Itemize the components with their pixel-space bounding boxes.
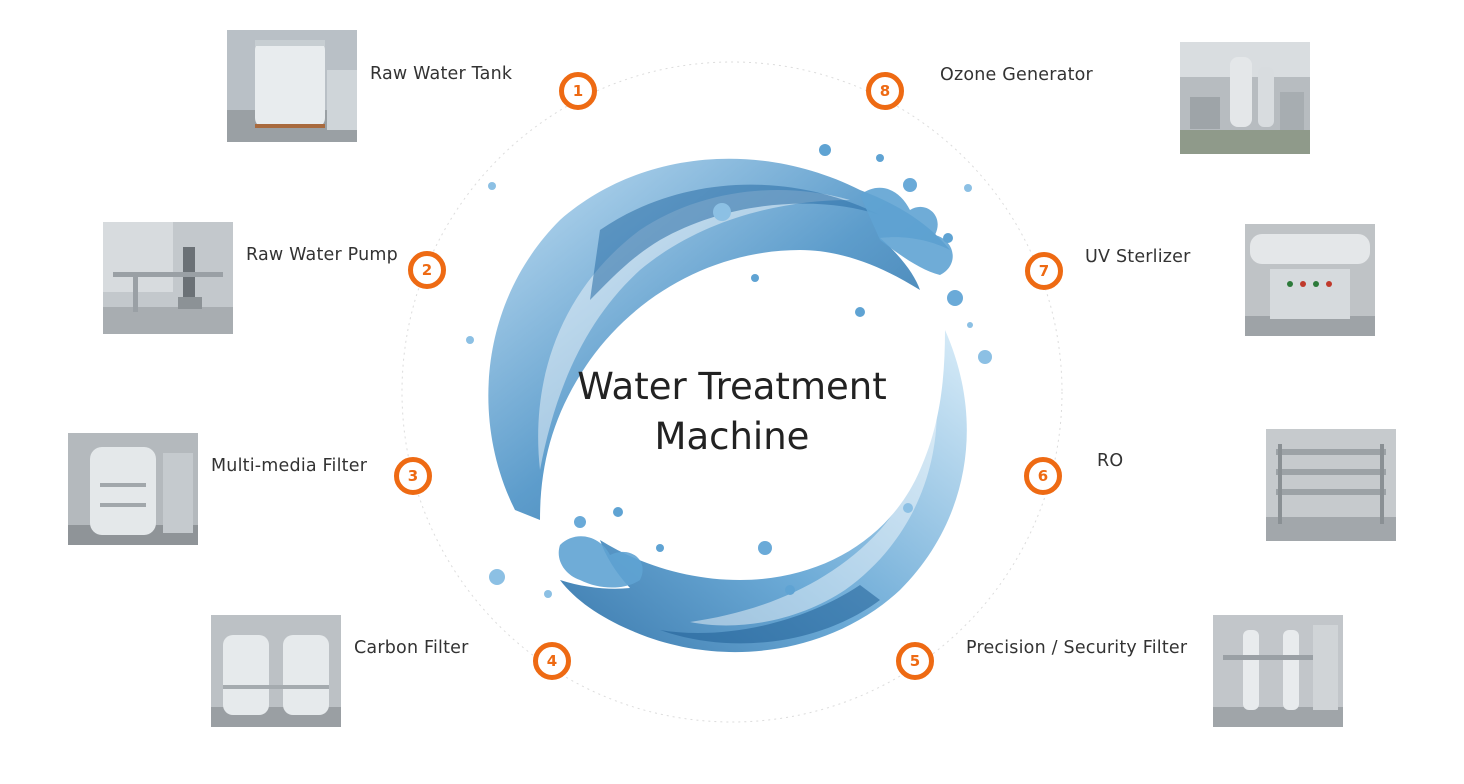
- step-2-badge: 2: [408, 251, 446, 289]
- ozone-generator-photo: [1180, 42, 1310, 154]
- step-1-badge: 1: [559, 72, 597, 110]
- precision-security-filter-photo: [1213, 615, 1343, 727]
- diagram-title-line-2: Machine: [654, 415, 810, 458]
- step-3-label: Multi-media Filter: [211, 456, 368, 476]
- step-5-label: Precision / Security Filter: [966, 638, 1188, 658]
- multi-media-filter-photo: [68, 433, 198, 545]
- uv-sterlizer-photo: [1245, 224, 1375, 336]
- step-6-badge: 6: [1024, 457, 1062, 495]
- raw-water-pump-photo: [103, 222, 233, 334]
- step-2-label: Raw Water Pump: [246, 245, 398, 265]
- step-4-badge: 4: [533, 642, 571, 680]
- step-7-label: UV Sterlizer: [1085, 247, 1191, 267]
- step-4-label: Carbon Filter: [354, 638, 469, 658]
- step-8-label: Ozone Generator: [940, 65, 1093, 85]
- ro-photo: [1266, 429, 1396, 541]
- carbon-filter-photo: [211, 615, 341, 727]
- step-1-label: Raw Water Tank: [370, 64, 513, 84]
- raw-water-tank-photo: [227, 30, 357, 142]
- diagram-title-line-1: Water Treatment: [577, 365, 887, 408]
- step-7-badge: 7: [1025, 252, 1063, 290]
- dashed-orbit: [401, 61, 1063, 723]
- water-wave-lower: [560, 330, 967, 653]
- step-5-badge: 5: [896, 642, 934, 680]
- step-6-label: RO: [1097, 451, 1124, 471]
- step-3-badge: 3: [394, 457, 432, 495]
- step-8-badge: 8: [866, 72, 904, 110]
- diagram-title: Water Treatment Machine: [532, 362, 932, 462]
